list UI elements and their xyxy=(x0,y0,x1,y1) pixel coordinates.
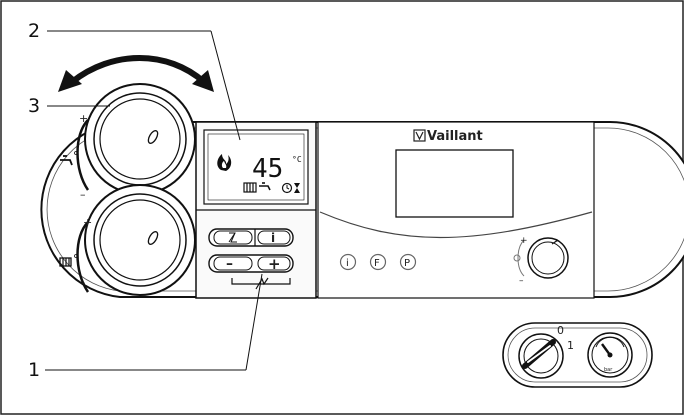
callout-1: 1 xyxy=(28,359,40,381)
brand-name: Vaillant xyxy=(427,129,483,144)
status-fault-icon: F xyxy=(369,253,387,271)
radiator-icon xyxy=(243,182,257,193)
callout-2-leader xyxy=(210,30,241,141)
lcd-unit: °C xyxy=(292,155,302,164)
svg-text:+: + xyxy=(79,112,88,125)
minus-button-label: – xyxy=(226,256,233,272)
svg-text:–: – xyxy=(80,276,86,289)
status-prog-icon: P xyxy=(399,253,417,271)
minus-button[interactable]: – xyxy=(213,256,253,272)
main-power-switch[interactable] xyxy=(518,333,564,379)
hot-water-knob[interactable] xyxy=(84,83,196,195)
info-button-label: i xyxy=(271,231,275,245)
svg-text:+: + xyxy=(520,236,528,246)
hot-water-tap-icon xyxy=(60,151,78,166)
pressure-unit: bar xyxy=(604,367,613,373)
info-button[interactable]: i xyxy=(257,230,291,245)
radiator-icon xyxy=(59,254,78,267)
double-arrow-icon xyxy=(58,55,214,92)
chimney-sweep-icon xyxy=(228,232,237,243)
hourglass-icon xyxy=(294,183,300,193)
cover-window xyxy=(395,149,514,218)
lcd-inner xyxy=(207,133,305,201)
flame-icon xyxy=(217,154,232,171)
svg-text:–: – xyxy=(519,276,524,286)
pressure-gauge: bar xyxy=(587,332,633,378)
lcd-temperature: 45 xyxy=(252,154,283,184)
button-combo-bracket xyxy=(231,278,291,285)
status-info-icon: i xyxy=(339,253,357,271)
clock-icon xyxy=(281,182,293,194)
callout-1-leader xyxy=(245,273,263,371)
svg-text:P: P xyxy=(404,258,410,269)
combo-sweep-icon xyxy=(255,277,269,290)
switch-on-label: 1 xyxy=(567,339,574,352)
control-panel-inner xyxy=(46,127,684,292)
heating-knob[interactable] xyxy=(84,184,196,296)
plus-button-label: + xyxy=(268,255,281,273)
switch-off-label: 0 xyxy=(557,324,564,337)
right-dial-scale xyxy=(517,239,525,277)
svg-text:–: – xyxy=(80,188,86,201)
svg-text:F: F xyxy=(374,258,380,269)
chimney-sweep-button[interactable] xyxy=(213,230,253,245)
right-control-dial[interactable] xyxy=(527,237,569,279)
callout-2: 2 xyxy=(28,20,40,42)
svg-text:i: i xyxy=(346,258,349,269)
plus-button[interactable]: + xyxy=(257,255,291,273)
svg-text:+: + xyxy=(83,216,92,229)
heating-scale xyxy=(76,221,90,293)
hot-water-tap-icon xyxy=(259,182,271,191)
vaillant-logo: Vaillant xyxy=(413,129,483,144)
cover-curve xyxy=(319,211,593,239)
callout-3: 3 xyxy=(28,95,40,117)
